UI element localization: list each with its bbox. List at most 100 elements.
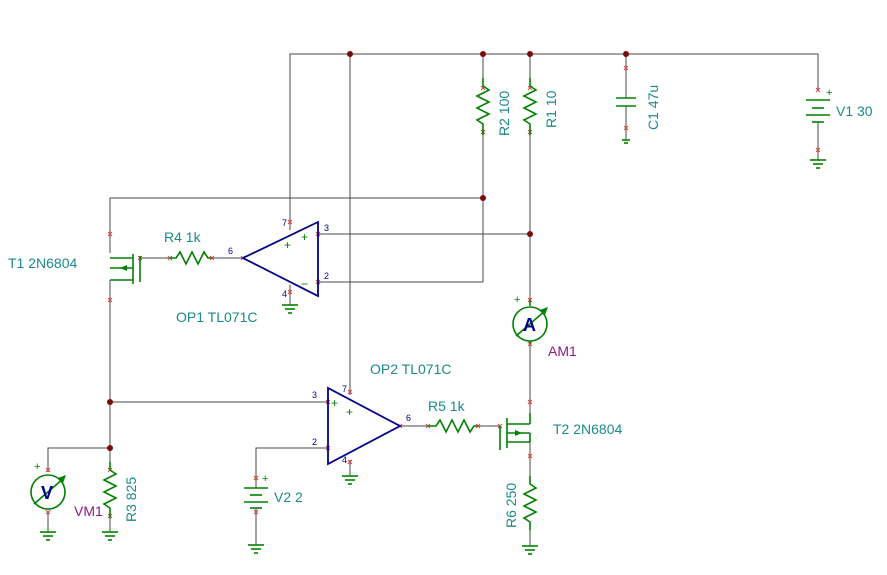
wires: [47, 53, 819, 546]
r6-ref: R6: [503, 510, 519, 528]
r2-ref: R2: [496, 118, 512, 136]
op2-plus-sign-2: +: [346, 405, 353, 419]
battery-v1: + V1 30: [806, 87, 873, 169]
pin-marker: [45, 467, 51, 473]
am1-letter: A: [523, 315, 536, 335]
opamp-op2: + + 3 2 6 7 4 OP2 TL071C: [312, 361, 451, 485]
svg-text:V1 30: V1 30: [836, 103, 873, 119]
r2-value: 100: [496, 91, 512, 115]
svg-text:R2 100: R2 100: [496, 91, 512, 136]
pin-marker: [287, 289, 293, 295]
op2-pin-6: 6: [406, 413, 411, 423]
r5-value: 1k: [450, 398, 466, 414]
pin-marker: [107, 231, 113, 237]
svg-text:V2 2: V2 2: [274, 489, 303, 505]
t2-value: 2N6804: [573, 421, 622, 437]
svg-text:R3 825: R3 825: [123, 477, 139, 522]
r4-value: 1k: [186, 229, 202, 245]
r1-value: 10: [543, 90, 559, 106]
pin-markers: [45, 65, 821, 519]
pin-marker: [815, 87, 821, 93]
pin-marker: [253, 509, 259, 515]
junction-r1-op1: [527, 231, 533, 237]
op2-value: TL071C: [402, 361, 452, 377]
op2-plus-sign: +: [331, 396, 338, 410]
opamp-op1: + + − 3 2 6 7 4 OP1 TL071C: [176, 218, 329, 325]
svg-text:R6 250: R6 250: [503, 483, 519, 528]
pin-marker: [347, 459, 353, 465]
c1-ref: C1: [645, 112, 661, 130]
v1-ref: V1: [836, 103, 853, 119]
junction-r2-t1: [480, 195, 486, 201]
resistor-r3: R3 825: [102, 462, 139, 541]
pin-marker: [527, 399, 533, 405]
pin-marker: [287, 219, 293, 225]
op1-pin-3: 3: [324, 223, 329, 233]
junction-rail-c1: [623, 51, 629, 57]
wire-top-rail: [289, 53, 819, 230]
battery-v2: + V2 2: [244, 473, 303, 554]
mosfet-t2: T2 2N6804: [499, 413, 622, 450]
pin-marker: [253, 475, 259, 481]
junction-rail-r2: [480, 51, 486, 57]
op2-pin-4: 4: [342, 455, 347, 465]
wire-vm1-top: [47, 447, 110, 472]
resistor-r1: R1 10: [522, 78, 559, 135]
resistor-r6: R6 250: [503, 476, 538, 555]
pin-marker: [527, 453, 533, 459]
svg-text:R5 1k: R5 1k: [428, 398, 466, 414]
junction-vm1-r3: [107, 445, 113, 451]
svg-text:T1 2N6804: T1 2N6804: [8, 255, 77, 271]
vm1-letter: V: [41, 483, 53, 503]
junctions: [107, 51, 629, 451]
v2-ref: V2: [274, 489, 291, 505]
resistor-r4: R4 1k: [164, 229, 212, 266]
t1-ref: T1: [8, 255, 25, 271]
r5-ref: R5: [428, 398, 446, 414]
junction-rail-op2: [347, 51, 353, 57]
op1-value: TL071C: [208, 309, 258, 325]
vm1-ref: VM1: [74, 503, 103, 519]
junction-rail-r1: [527, 51, 533, 57]
wire-v2-top: [255, 447, 328, 488]
svg-text:OP1 TL071C: OP1 TL071C: [176, 309, 257, 325]
op1-pin-6: 6: [228, 246, 233, 256]
pin-marker: [107, 297, 113, 303]
op1-pin-7: 7: [282, 218, 287, 228]
op2-ref: OP2: [370, 361, 398, 377]
op2-pin-2: 2: [312, 437, 317, 447]
t2-ref: T2: [553, 421, 570, 437]
op1-minus-sign: −: [301, 277, 308, 291]
op2-pin-7: 7: [342, 384, 347, 394]
voltmeter-vm1: V + VM1: [30, 461, 103, 541]
c1-value: 47u: [645, 85, 661, 108]
pin-marker: [347, 389, 353, 395]
op1-plus-sign: +: [301, 230, 308, 244]
resistor-r2: R2 100: [475, 78, 512, 136]
am1-ref: AM1: [548, 343, 577, 359]
v2-plus-sign: +: [262, 473, 268, 485]
mosfet-t1: T1 2N6804: [8, 254, 141, 284]
v2-value: 2: [295, 489, 303, 505]
op1-ref: OP1: [176, 309, 204, 325]
r4-ref: R4: [164, 229, 182, 245]
capacitor-c1: C1 47u: [616, 85, 661, 144]
svg-text:T2 2N6804: T2 2N6804: [553, 421, 622, 437]
t1-value: 2N6804: [28, 255, 77, 271]
op2-pin-3: 3: [312, 390, 317, 400]
r3-ref: R3: [123, 504, 139, 522]
resistor-r5: R5 1k: [428, 398, 478, 434]
op1-pin-2: 2: [324, 271, 329, 281]
r3-value: 825: [123, 477, 139, 501]
pin-marker: [623, 125, 629, 131]
junction-t1-op2: [107, 399, 113, 405]
v1-value: 30: [857, 103, 873, 119]
op1-pin-4: 4: [282, 289, 287, 299]
pin-marker: [45, 509, 51, 515]
op1-plus-sign-2: +: [284, 238, 291, 252]
r1-ref: R1: [543, 110, 559, 128]
r6-value: 250: [503, 483, 519, 507]
svg-text:R4 1k: R4 1k: [164, 229, 202, 245]
svg-text:OP2 TL071C: OP2 TL071C: [370, 361, 451, 377]
